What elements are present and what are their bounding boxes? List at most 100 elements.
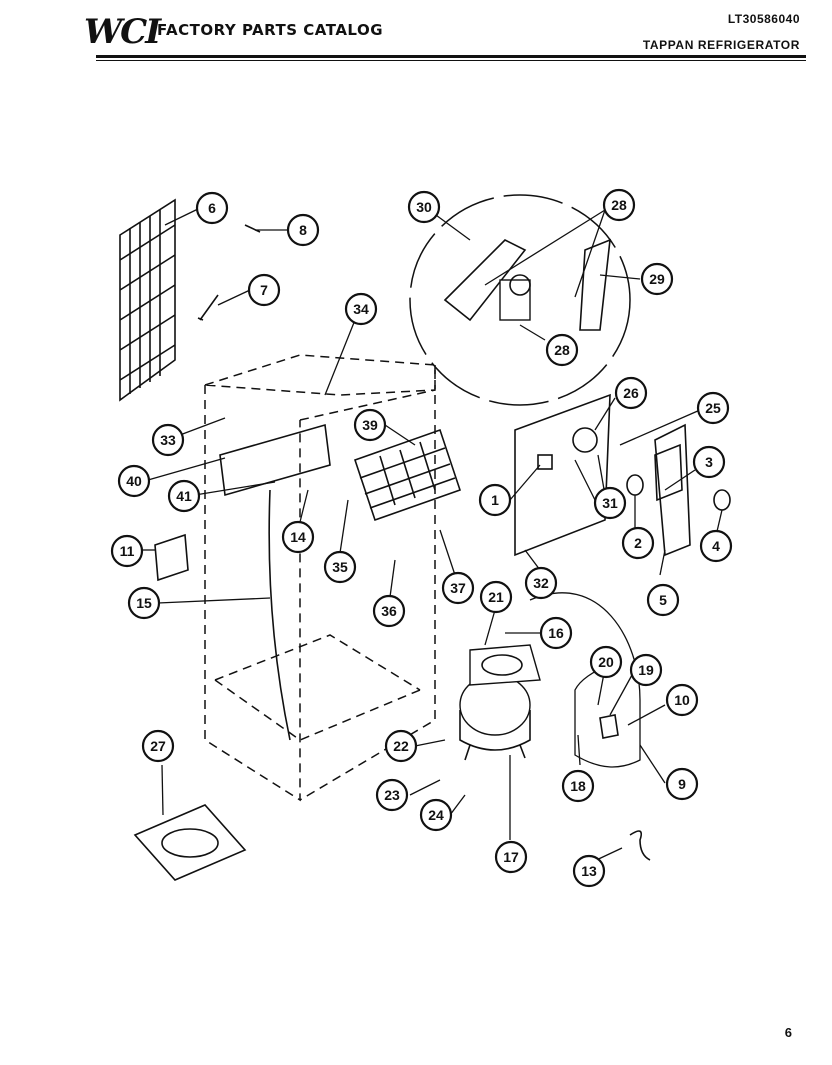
mounting-bracket	[133, 804, 247, 881]
leader-lines	[142, 206, 723, 864]
svg-text:20: 20	[598, 654, 614, 670]
svg-text:39: 39	[362, 417, 378, 433]
callout: 25	[696, 391, 730, 425]
callout: 18	[561, 769, 595, 803]
callout: 2	[621, 526, 655, 560]
callout: 20	[589, 645, 623, 679]
svg-text:9: 9	[678, 776, 686, 792]
condenser-coil	[119, 198, 176, 402]
svg-text:22: 22	[393, 738, 409, 754]
svg-text:15: 15	[136, 595, 152, 611]
callout: 29	[640, 262, 674, 296]
callout: 16	[539, 616, 573, 650]
svg-text:1: 1	[491, 492, 499, 508]
svg-text:6: 6	[208, 200, 216, 216]
catalog-title: FACTORY PARTS CATALOG	[157, 21, 384, 39]
callout: 32	[524, 566, 558, 600]
callout: 28	[602, 188, 636, 222]
product-name: TAPPAN REFRIGERATOR	[642, 38, 800, 52]
svg-text:26: 26	[623, 385, 639, 401]
callout: 10	[665, 683, 699, 717]
svg-text:16: 16	[548, 625, 564, 641]
callout: 3	[692, 445, 726, 479]
callout: 1	[478, 483, 512, 517]
callout: 41	[167, 479, 201, 513]
svg-text:40: 40	[126, 473, 142, 489]
svg-text:41: 41	[176, 488, 192, 504]
svg-text:28: 28	[554, 342, 570, 358]
control-panel	[514, 393, 611, 557]
callout: 35	[323, 550, 357, 584]
callout: 6	[195, 191, 229, 225]
duct-cover	[654, 423, 691, 557]
callout: 39	[353, 408, 387, 442]
callout: 24	[419, 798, 453, 832]
evaporator-assembly	[353, 428, 462, 522]
callout: 33	[151, 423, 185, 457]
svg-text:7: 7	[260, 282, 268, 298]
svg-text:5: 5	[659, 592, 667, 608]
callout: 11	[110, 534, 144, 568]
svg-text:4: 4	[712, 538, 720, 554]
svg-text:14: 14	[290, 529, 306, 545]
callout: 34	[344, 292, 378, 326]
svg-text:27: 27	[150, 738, 166, 754]
svg-text:28: 28	[611, 197, 627, 213]
callout: 15	[127, 586, 161, 620]
svg-text:37: 37	[450, 580, 466, 596]
svg-text:2: 2	[634, 535, 642, 551]
svg-text:10: 10	[674, 692, 690, 708]
callout: 9	[665, 767, 699, 801]
svg-text:13: 13	[581, 863, 597, 879]
svg-text:3: 3	[705, 454, 713, 470]
callout: 28	[545, 333, 579, 367]
svg-text:32: 32	[533, 575, 549, 591]
page-number: 6	[784, 1025, 792, 1040]
callout: 5	[646, 583, 680, 617]
svg-text:30: 30	[416, 199, 432, 215]
callout: 22	[384, 729, 418, 763]
svg-text:8: 8	[299, 222, 307, 238]
wci-logo: WCI	[84, 12, 161, 52]
svg-text:11: 11	[120, 543, 135, 559]
callout: 30	[407, 190, 441, 224]
fan-motor-detail	[409, 194, 631, 406]
svg-text:36: 36	[381, 603, 397, 619]
callout: 31	[593, 486, 627, 520]
drain-pan	[469, 644, 541, 686]
header-rule	[96, 55, 806, 58]
svg-text:35: 35	[332, 559, 348, 575]
callout: 19	[629, 653, 663, 687]
svg-text:29: 29	[649, 271, 665, 287]
callout: 23	[375, 778, 409, 812]
compressor	[459, 674, 531, 761]
callout: 27	[141, 729, 175, 763]
callout: 26	[614, 376, 648, 410]
callout: 13	[572, 854, 606, 888]
svg-text:24: 24	[428, 807, 444, 823]
callout: 14	[281, 520, 315, 554]
callouts: 6 8 7 34 33 40 41 14 11 15 35 39 36 37 3…	[110, 188, 733, 888]
header-rule-thin	[96, 60, 806, 61]
svg-text:19: 19	[638, 662, 654, 678]
callout: 8	[286, 213, 320, 247]
misc-parts	[154, 224, 731, 861]
callout: 7	[247, 273, 281, 307]
svg-text:31: 31	[602, 495, 618, 511]
svg-text:21: 21	[488, 589, 504, 605]
model-number: LT30586040	[727, 12, 800, 26]
svg-text:25: 25	[705, 400, 721, 416]
svg-text:18: 18	[570, 778, 586, 794]
callout: 40	[117, 464, 151, 498]
callout: 36	[372, 594, 406, 628]
callout: 4	[699, 529, 733, 563]
svg-text:34: 34	[353, 301, 369, 317]
cabinet-outline	[204, 354, 436, 802]
svg-text:23: 23	[384, 787, 400, 803]
callout: 17	[494, 840, 528, 874]
svg-text:33: 33	[160, 432, 176, 448]
callout: 37	[441, 571, 475, 605]
callout: 21	[479, 580, 513, 614]
